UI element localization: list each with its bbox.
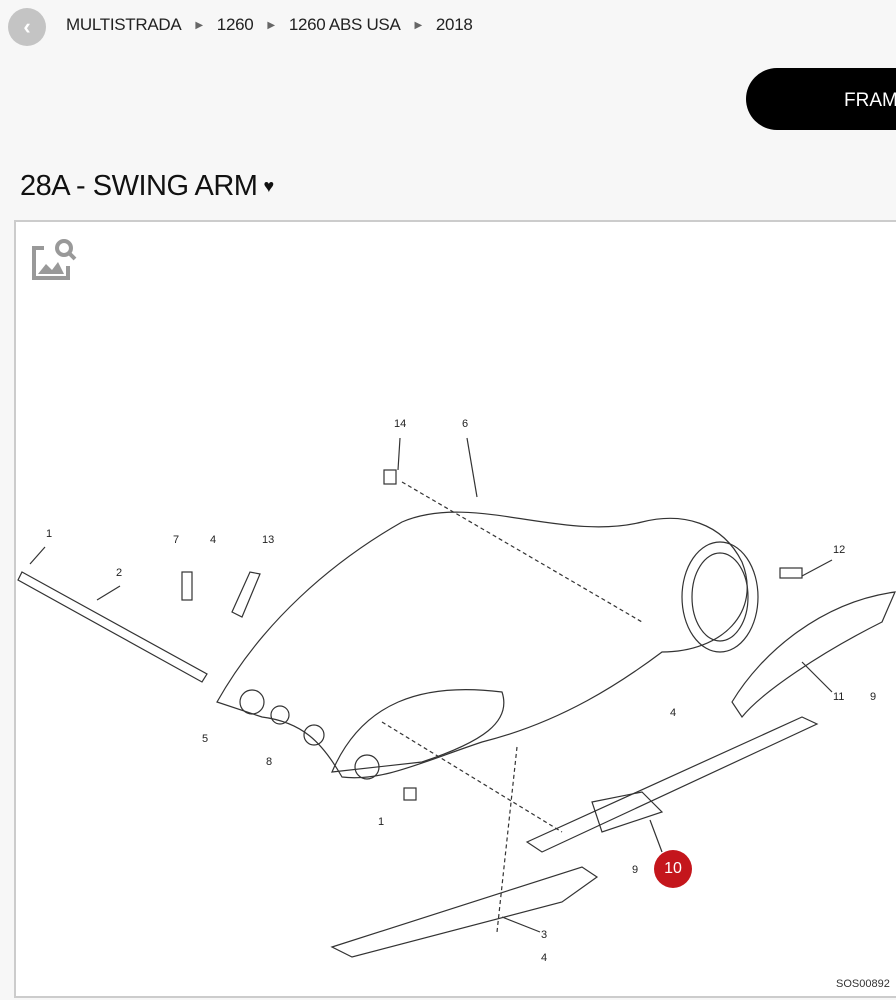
callout-label[interactable]: 3 <box>541 929 548 941</box>
callout-label[interactable]: 9 <box>870 691 877 703</box>
breadcrumb: MULTISTRADA ▶ 1260 ▶ 1260 ABS USA ▶ 2018 <box>66 15 473 35</box>
callout-label[interactable]: 8 <box>266 756 273 768</box>
section-title-dropdown[interactable]: 28A - SWING ARM♥ <box>20 170 274 203</box>
callout-label[interactable]: 4 <box>541 952 548 964</box>
breadcrumb-item[interactable]: MULTISTRADA <box>66 15 182 34</box>
parts-diagram-panel: 14 6 1 2 7 4 13 12 9 11 4 5 8 1 9 3 4 10… <box>14 220 896 998</box>
callout-label[interactable]: 9 <box>632 864 639 876</box>
caret-right-icon: ▶ <box>414 19 423 31</box>
callout-label[interactable]: 2 <box>116 567 123 579</box>
back-button[interactable]: ‹ <box>8 8 46 46</box>
page-title: 28A - SWING ARM <box>20 170 258 202</box>
swing-arm-drawing <box>17 437 896 958</box>
callout-label[interactable]: 1 <box>46 528 53 540</box>
highlighted-callout[interactable]: 10 <box>654 850 692 888</box>
callout-label[interactable]: 6 <box>462 418 469 430</box>
callout-label[interactable]: 5 <box>202 733 209 745</box>
callout-label[interactable]: 4 <box>210 534 217 546</box>
breadcrumb-item[interactable]: 1260 <box>216 15 254 34</box>
callout-label[interactable]: 1 <box>378 816 385 828</box>
breadcrumb-item[interactable]: 1260 ABS USA <box>288 15 401 34</box>
callout-label[interactable]: 14 <box>394 418 407 430</box>
caret-right-icon: ▶ <box>267 19 275 31</box>
image-zoom-icon[interactable] <box>30 236 78 282</box>
diagram-code: SOS00892 <box>836 978 890 990</box>
callout-label[interactable]: 13 <box>262 534 275 546</box>
caret-right-icon: ▶ <box>195 19 203 31</box>
breadcrumb-item[interactable]: 2018 <box>435 15 473 34</box>
frame-button[interactable]: FRAM <box>746 68 896 130</box>
chevron-left-icon: ‹ <box>23 14 31 39</box>
caret-down-icon: ♥ <box>263 176 274 196</box>
callout-label[interactable]: 12 <box>833 544 846 556</box>
callout-label[interactable]: 7 <box>173 534 180 546</box>
callout-label[interactable]: 11 <box>833 691 845 703</box>
callout-label[interactable]: 4 <box>670 707 677 719</box>
